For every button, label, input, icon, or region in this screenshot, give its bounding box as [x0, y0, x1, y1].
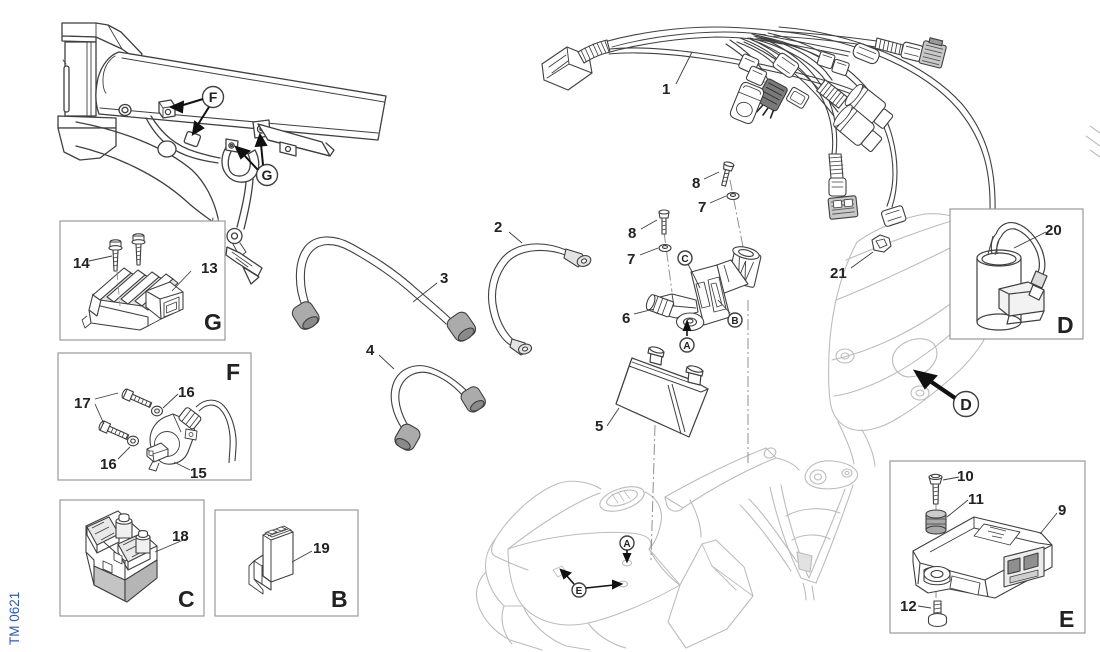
- svg-text:6: 6: [622, 310, 630, 327]
- svg-text:B: B: [331, 586, 348, 612]
- svg-text:G: G: [204, 309, 222, 335]
- svg-text:7: 7: [627, 251, 635, 268]
- svg-text:16: 16: [178, 384, 195, 401]
- svg-text:1: 1: [662, 81, 670, 98]
- svg-text:16: 16: [100, 456, 117, 473]
- svg-text:13: 13: [201, 260, 218, 277]
- svg-text:C: C: [681, 254, 688, 265]
- svg-text:20: 20: [1045, 222, 1062, 239]
- svg-text:9: 9: [1058, 502, 1066, 519]
- svg-text:F: F: [209, 89, 218, 105]
- svg-text:19: 19: [313, 540, 330, 557]
- svg-text:G: G: [262, 167, 273, 183]
- svg-text:C: C: [178, 586, 195, 612]
- svg-text:7: 7: [698, 199, 706, 216]
- svg-text:E: E: [576, 586, 583, 597]
- svg-text:15: 15: [190, 465, 207, 482]
- svg-text:10: 10: [957, 468, 974, 485]
- svg-text:2: 2: [494, 219, 502, 236]
- svg-text:8: 8: [692, 175, 700, 192]
- svg-text:F: F: [226, 359, 240, 385]
- svg-text:14: 14: [73, 255, 90, 272]
- svg-text:TM 0621: TM 0621: [7, 592, 22, 645]
- svg-text:A: A: [623, 539, 630, 550]
- svg-text:E: E: [1059, 606, 1074, 632]
- svg-text:12: 12: [900, 598, 917, 615]
- svg-text:3: 3: [440, 270, 448, 287]
- svg-text:8: 8: [628, 225, 636, 242]
- svg-text:21: 21: [830, 265, 847, 282]
- svg-text:17: 17: [74, 395, 91, 412]
- svg-text:4: 4: [366, 342, 375, 359]
- svg-text:11: 11: [968, 491, 984, 508]
- svg-text:D: D: [960, 397, 972, 414]
- svg-text:A: A: [683, 341, 690, 352]
- svg-text:B: B: [731, 316, 738, 327]
- svg-text:5: 5: [595, 418, 603, 435]
- svg-text:D: D: [1057, 312, 1074, 338]
- svg-text:18: 18: [172, 528, 189, 545]
